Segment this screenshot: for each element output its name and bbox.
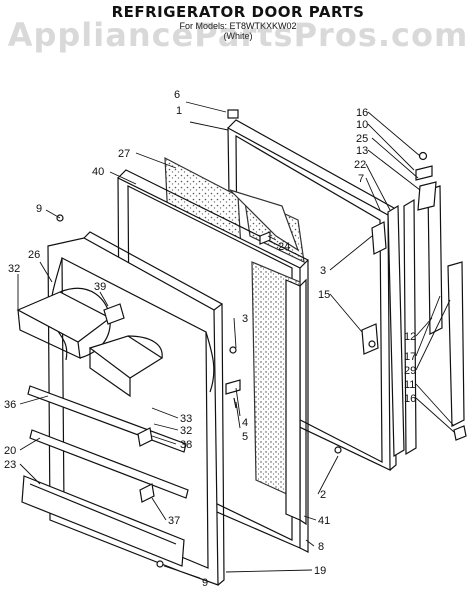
diagram-title: REFRIGERATOR DOOR PARTS — [111, 3, 365, 21]
door-gasket-frame — [285, 278, 307, 526]
callout-4: 4 — [242, 417, 248, 429]
callout-12: 12 — [404, 331, 416, 343]
callout-33: 33 — [180, 413, 192, 425]
leader-lines — [17, 101, 455, 579]
callout-2: 2 — [320, 489, 326, 501]
middle-door-bin — [88, 335, 164, 398]
callout-8: 8 — [318, 541, 324, 553]
callout-36: 36 — [4, 399, 16, 411]
shelf-bars — [21, 385, 189, 567]
callout-23: 23 — [4, 459, 16, 471]
hinge-strips — [387, 185, 465, 458]
callout-11: 11 — [404, 379, 415, 391]
callout-20: 20 — [4, 445, 16, 457]
callout-5: 5 — [242, 431, 248, 443]
callout-39: 39 — [94, 281, 106, 293]
callout-29: 29 — [404, 365, 416, 377]
callout-24: 24 — [278, 241, 290, 253]
callout-9b: 9 — [202, 577, 208, 589]
callout-15: 15 — [318, 289, 330, 301]
callout-3b: 3 — [320, 265, 326, 277]
callout-38: 38 — [180, 439, 192, 451]
callout-32: 32 — [8, 263, 20, 275]
callout-41: 41 — [318, 515, 330, 527]
callout-16: 16 — [356, 107, 368, 119]
callout-labels: 6 1 27 40 9 26 32 39 24 3 15 3 4 5 36 33… — [4, 89, 416, 589]
callout-37: 37 — [168, 515, 180, 527]
callout-1: 1 — [176, 105, 182, 117]
callout-19: 19 — [314, 565, 326, 577]
callout-16b: 16 — [404, 393, 416, 405]
model-line: For Models: ET8WTKXKW02 — [179, 21, 297, 31]
callout-7: 7 — [358, 173, 364, 185]
callout-32b: 32 — [180, 425, 192, 437]
color-line: (White) — [223, 31, 253, 41]
small-parts — [56, 109, 467, 568]
callout-17: 17 — [404, 351, 416, 363]
callout-9: 9 — [36, 203, 42, 215]
callout-3a: 3 — [242, 313, 248, 325]
callout-40: 40 — [92, 166, 104, 178]
callout-26: 26 — [28, 249, 40, 261]
callout-10: 10 — [356, 119, 368, 131]
callout-6: 6 — [174, 89, 180, 101]
callout-27: 27 — [118, 148, 130, 160]
callout-22: 22 — [354, 159, 366, 171]
callout-25: 25 — [356, 133, 368, 145]
callout-13: 13 — [356, 145, 368, 157]
